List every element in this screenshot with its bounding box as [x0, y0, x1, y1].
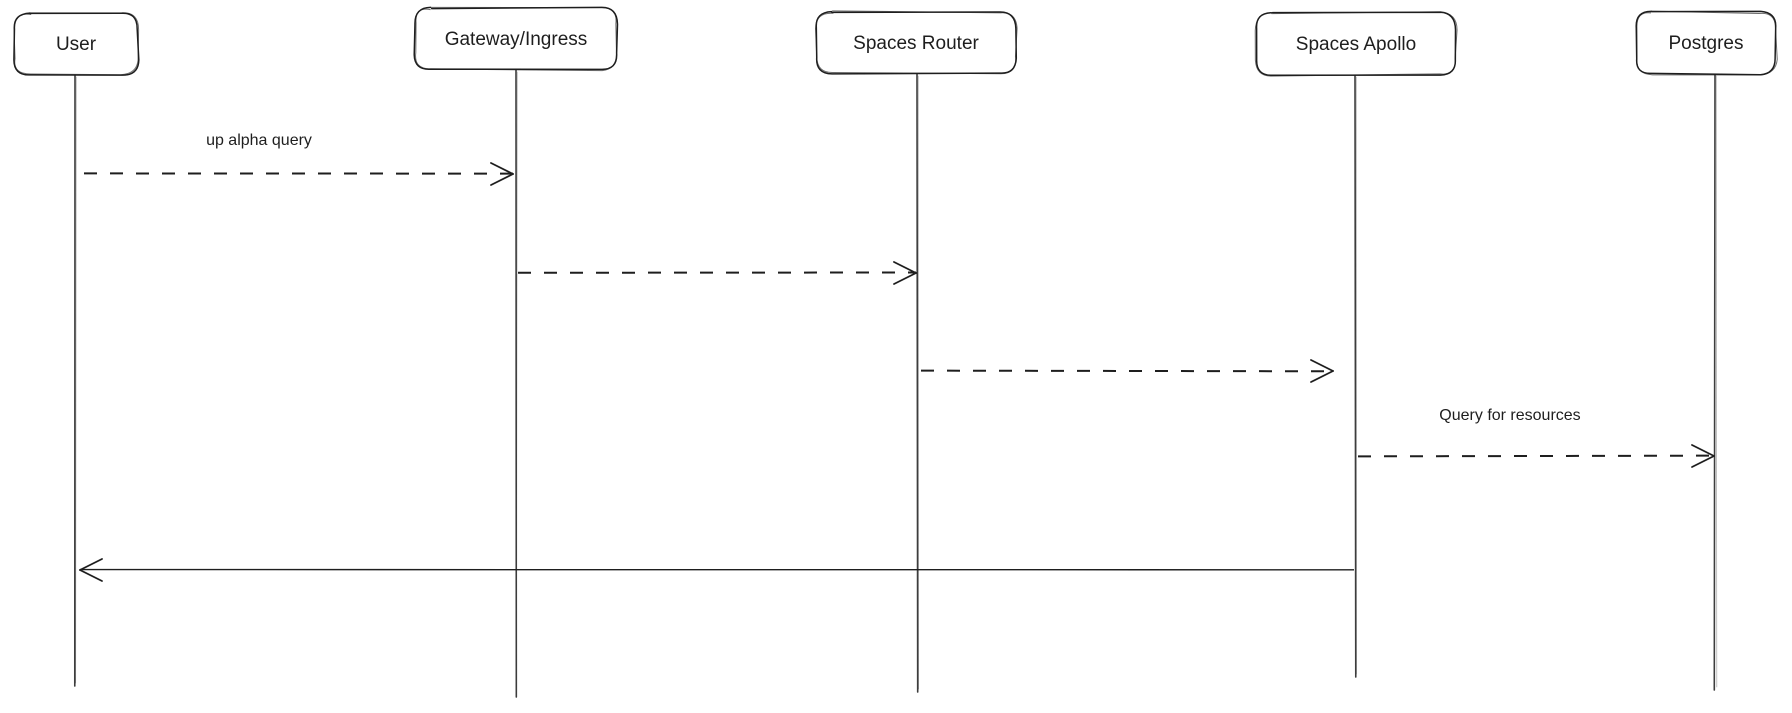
arrowhead-icon	[1310, 359, 1334, 372]
participant-label: Spaces Apollo	[1296, 34, 1416, 55]
participant-postgres[interactable]: Postgres	[1635, 10, 1778, 76]
participant-user[interactable]: User	[13, 12, 140, 76]
participant-box-outline	[815, 10, 1018, 75]
participant-label: Postgres	[1669, 33, 1744, 54]
message-msg-5[interactable]	[79, 558, 1355, 582]
participant-box-outline	[1254, 11, 1458, 77]
participant-box-fill	[414, 7, 618, 71]
arrowhead-icon	[893, 272, 917, 285]
lifeline-spaces-router	[916, 73, 919, 693]
lifelines-layer	[73, 69, 1718, 698]
participant-box-outline	[415, 6, 617, 72]
message-label: Query for resources	[1439, 407, 1580, 424]
message-msg-2[interactable]	[517, 261, 917, 285]
lifeline-user	[73, 74, 77, 687]
message-msg-1[interactable]: up alpha query	[83, 132, 514, 186]
participant-spaces-apollo[interactable]: Spaces Apollo	[1254, 11, 1458, 77]
participant-box-fill	[815, 11, 1016, 74]
arrowhead-icon	[79, 569, 103, 582]
participant-box-outline	[1636, 10, 1778, 76]
message-label: up alpha query	[206, 132, 312, 149]
arrowhead-icon	[1691, 455, 1715, 468]
arrowhead-icon	[79, 558, 103, 571]
participant-label: Spaces Router	[853, 33, 979, 54]
arrowhead-icon	[1310, 370, 1334, 383]
participant-label: User	[56, 34, 97, 55]
message-msg-3[interactable]	[920, 359, 1334, 383]
participant-spaces-router[interactable]: Spaces Router	[815, 10, 1018, 75]
message-line	[920, 369, 1334, 373]
arrowhead-icon	[490, 162, 514, 175]
participant-label: Gateway/Ingress	[445, 29, 588, 50]
participant-box-fill	[1636, 11, 1777, 75]
lifeline-spaces-apollo	[1354, 74, 1357, 678]
arrowhead-icon	[893, 261, 917, 274]
participant-gateway[interactable]: Gateway/Ingress	[413, 6, 619, 72]
participants-layer: User Gateway/Ingress Spaces Router Spaces A…	[13, 6, 1778, 77]
arrowhead-icon	[490, 173, 514, 186]
lifeline-postgres	[1713, 73, 1718, 691]
participant-box-fill	[1255, 12, 1457, 76]
message-line	[1357, 454, 1715, 458]
arrowhead-icon	[1691, 444, 1715, 457]
lifeline-gateway	[515, 69, 518, 698]
message-msg-4[interactable]: Query for resources	[1357, 407, 1715, 468]
participant-box-outline	[13, 12, 140, 76]
participant-box-fill	[13, 13, 139, 75]
